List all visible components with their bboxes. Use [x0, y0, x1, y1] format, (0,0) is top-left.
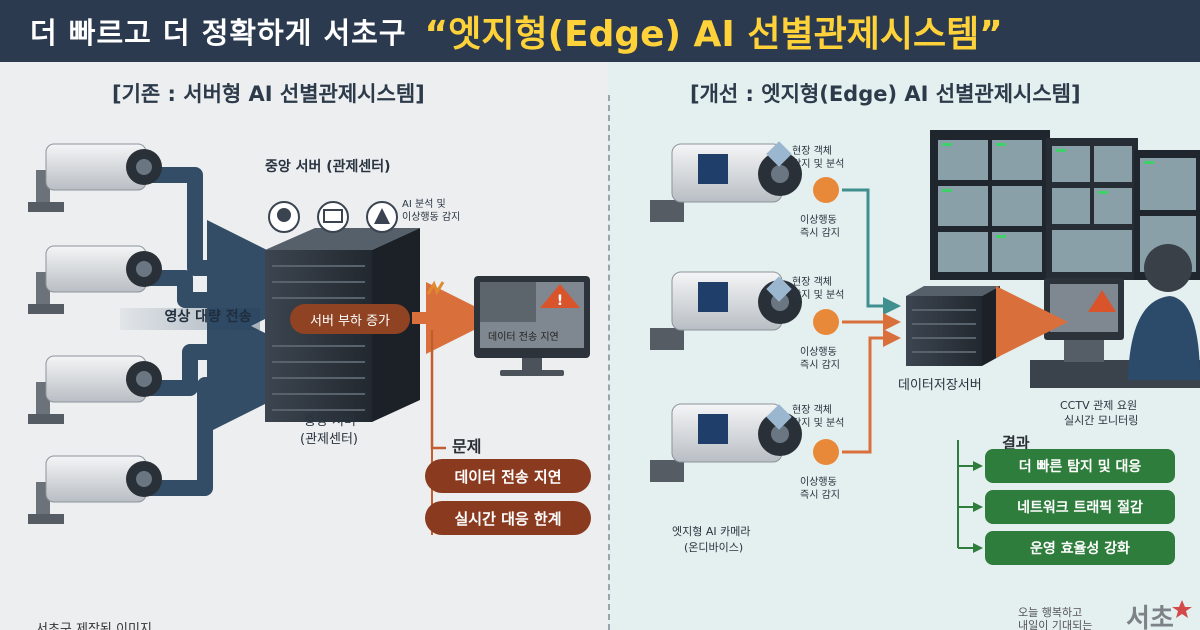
edge-camera-2 — [650, 271, 802, 350]
ai-brain-icon — [268, 201, 300, 233]
banner-lead-text: 더 빠르고 더 정확하게 서초구 — [30, 16, 407, 50]
panel-divider — [608, 95, 610, 630]
legacy-monitor: ! — [474, 276, 590, 376]
problem-item: 데이터 전송 지연 — [425, 459, 591, 493]
video-wall — [930, 130, 1200, 280]
monitor-delay-caption: 데이터 전송 지연 — [488, 332, 559, 343]
brand-slogan: 오늘 행복하고 내일이 기대되는 — [1018, 606, 1092, 630]
problem-item: 실시간 대응 한계 — [425, 501, 591, 535]
brand-star-icon — [1172, 600, 1192, 618]
detect-chip-icon — [766, 276, 792, 302]
result-item: 네트워크 트래픽 절감 — [985, 490, 1175, 524]
result-item: 더 빠른 탐지 및 대응 — [985, 449, 1175, 483]
legacy-camera-3 — [28, 355, 162, 424]
brand-slogan-line-2: 내일이 기대되는 — [1018, 619, 1093, 630]
detect-chip-icon — [766, 141, 792, 167]
banner-highlight-text: “엣지형(Edge) AI 선별관제시스템” — [424, 14, 1003, 55]
server-bottom-label-2: (관제센터) — [300, 432, 358, 447]
operator-figure — [1128, 244, 1200, 380]
legacy-section-title: [기존 : 서버형 AI 선별관제시스템] — [112, 82, 425, 106]
detect-label-1: 현장 객체 — [792, 146, 832, 157]
alert-label-1: 이상행동 — [800, 347, 837, 358]
svg-text:!: ! — [557, 293, 563, 309]
detect-label-2: 탐지 및 분석 — [792, 159, 845, 170]
ai-analysis-caption: AI 분석 및 이상행동 감지 — [402, 199, 461, 223]
result-item: 운영 효율성 강화 — [985, 531, 1175, 565]
edge-camera-label-1: 엣지형 AI 카메라 — [672, 525, 751, 538]
server-top-label: 중앙 서버 (관제센터) — [265, 159, 391, 175]
detect-chip-icon — [766, 404, 792, 430]
alert-pulse-icon — [813, 309, 839, 335]
brand-logo-text: 서초 — [1126, 604, 1174, 630]
storage-server — [906, 286, 1000, 366]
title-banner: 더 빠르고 더 정확하게 서초구 “엣지형(Edge) AI 선별관제시스템” — [0, 0, 1200, 62]
problem-title: 문제 — [452, 437, 482, 456]
edge-camera-label-2: (온디바이스) — [684, 541, 744, 554]
operator-label-2: 실시간 모니터링 — [1064, 414, 1139, 427]
alert-people-icon — [366, 201, 398, 233]
alert-label-2: 즉시 감지 — [800, 360, 840, 371]
flow-label: 영상 대량 전송 — [164, 309, 252, 325]
server-bottom-label-1: 중앙 서버 — [304, 414, 356, 429]
alert-pulse-icon — [813, 439, 839, 465]
alert-pulse-icon — [813, 177, 839, 203]
storage-server-label: 데이터저장서버 — [898, 378, 982, 393]
edge-camera-3 — [650, 403, 802, 482]
edge-camera-1 — [650, 143, 802, 222]
detect-label-1: 현장 객체 — [792, 405, 832, 416]
legacy-camera-2 — [28, 245, 162, 314]
alert-label-2: 즉시 감지 — [800, 490, 840, 501]
edge-section-title: [개선 : 엣지형(Edge) AI 선별관제시스템] — [690, 82, 1081, 106]
operator-label-1: CCTV 관제 요원 — [1060, 399, 1138, 412]
legacy-camera-4 — [28, 455, 162, 524]
legacy-camera-1 — [28, 143, 162, 212]
brand-slogan-line-1: 오늘 행복하고 — [1018, 606, 1083, 619]
server-load-badge: 서버 부하 증가 — [290, 304, 410, 334]
detect-label-1: 현장 객체 — [792, 277, 832, 288]
lag-spark-icon — [426, 280, 445, 296]
alert-label-2: 즉시 감지 — [800, 228, 840, 239]
detect-label-2: 탐지 및 분석 — [792, 418, 845, 429]
result-title: 결과 — [1002, 434, 1030, 452]
central-server-rack — [265, 228, 420, 422]
analytics-monitor-icon — [317, 201, 349, 233]
image-credit: 서초구 제작된 이미지 — [36, 622, 152, 630]
alert-label-1: 이상행동 — [800, 477, 837, 488]
alert-label-1: 이상행동 — [800, 215, 837, 226]
detect-label-2: 탐지 및 분석 — [792, 290, 845, 301]
